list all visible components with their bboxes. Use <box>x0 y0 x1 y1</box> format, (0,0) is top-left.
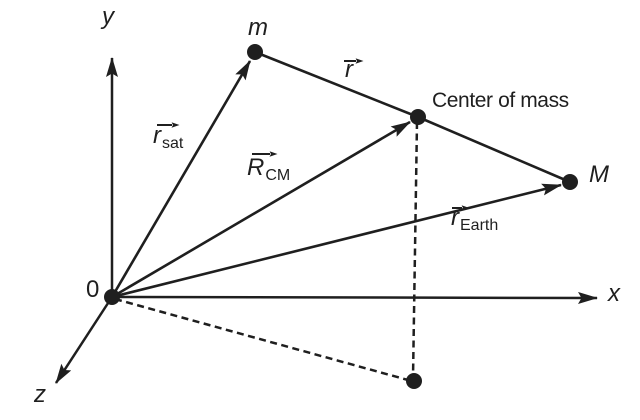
r-sat-vector-line <box>110 60 252 298</box>
r-cm-vector-label: RCM <box>247 154 290 184</box>
r-earth-vector-line <box>111 183 562 299</box>
r-sat-symbol: r <box>153 122 161 149</box>
z-axis-label: z <box>34 381 46 408</box>
r-sat-vector-label: rsat <box>153 122 183 152</box>
r-symbol: r <box>345 56 353 83</box>
z-axis-line <box>54 296 114 384</box>
r-cm-subscript: CM <box>265 167 291 184</box>
r-earth-vector-label: rEarth <box>451 204 498 234</box>
r-cm-vector-line <box>111 120 411 299</box>
earth-mass-label: M <box>589 161 609 188</box>
center-of-mass-to-earth-line <box>417 115 571 184</box>
origin-dot <box>104 289 120 305</box>
earth-dot <box>562 174 578 190</box>
projection-dot <box>406 373 422 389</box>
satellite-dot <box>247 44 263 60</box>
x-axis-line <box>111 291 598 304</box>
r-earth-subscript: Earth <box>460 217 499 234</box>
y-axis-label: y <box>102 3 114 30</box>
satellite-mass-label: m <box>248 14 268 41</box>
origin-to-projection-dashed-line <box>114 297 409 382</box>
origin-label: 0 <box>86 276 100 303</box>
center-of-mass-projection-dashed-line <box>411 121 419 379</box>
x-axis-label: x <box>608 280 620 307</box>
r-earth-symbol: r <box>451 204 459 231</box>
center-of-mass-dot <box>410 109 426 125</box>
r-vector-label: r <box>345 58 354 82</box>
center-of-mass-label: Center of mass <box>432 89 569 112</box>
r-cm-symbol: R <box>247 154 265 181</box>
r-sat-subscript: sat <box>162 135 184 152</box>
m-to-center-of-mass-line <box>254 50 419 119</box>
